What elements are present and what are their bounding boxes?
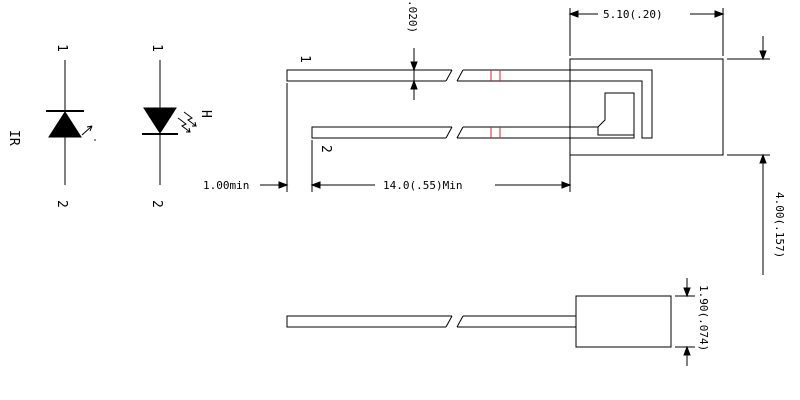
h-emission-arrows-icon — [177, 111, 197, 133]
pin-1-label: 1 — [297, 55, 312, 63]
top-view: 1 2 .020) 5.10(.20) 4.00(.157) 14.0(.55)… — [203, 0, 786, 275]
ir-pin-bottom: 2 — [54, 200, 69, 208]
package-body — [569, 58, 724, 156]
ir-diode-triangle — [48, 111, 82, 138]
ir-pin-top: 1 — [54, 44, 69, 52]
dim-body-height: 4.00(.157) — [773, 192, 786, 258]
pin-2-label: 2 — [318, 145, 333, 153]
dim-side-height: 1.90(.074) — [697, 285, 710, 351]
ir-label: IR — [6, 130, 21, 146]
h-pin-top: 1 — [149, 44, 164, 52]
h-pin-bottom: 2 — [149, 200, 164, 208]
dim-min: 1.00min — [203, 179, 249, 192]
side-view: 1.90(.074) — [286, 278, 710, 366]
dim-lead-length: 14.0(.55)Min — [383, 179, 462, 192]
side-package-body — [575, 295, 672, 348]
lead-1 — [286, 69, 452, 82]
h-symbol: H 1 2 — [142, 44, 213, 208]
dim-body-width: 5.10(.20) — [603, 8, 663, 21]
h-label: H — [198, 110, 213, 118]
lead-2 — [311, 126, 452, 139]
ir-symbol: IR 1 2 — [6, 44, 96, 208]
dim-thickness: .020) — [406, 0, 419, 33]
h-diode-triangle — [143, 107, 177, 134]
